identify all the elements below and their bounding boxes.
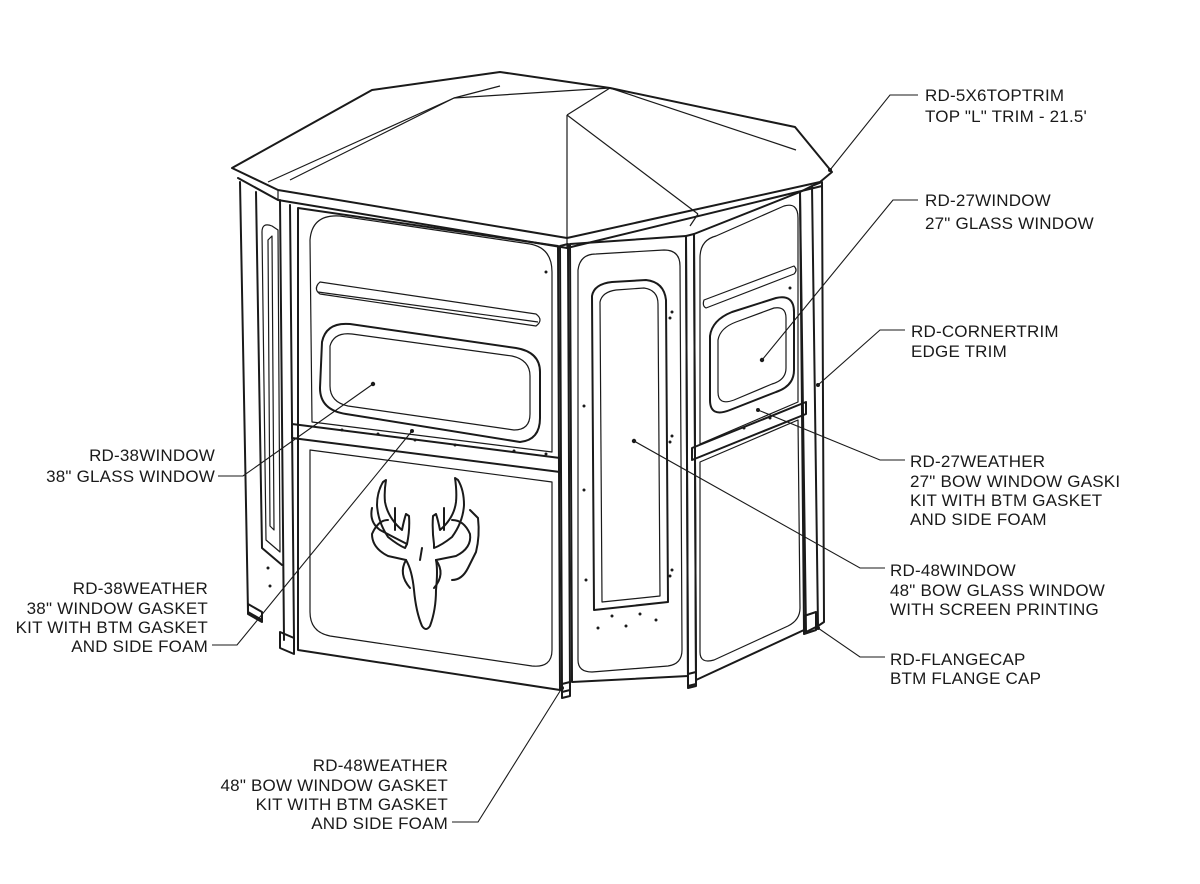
callout-cornertrim: RD-CORNERTRIM EDGE TRIM (911, 322, 1059, 361)
callout-toptrim: RD-5X6TOPTRIM TOP "L" TRIM - 21.5' (925, 86, 1087, 126)
left-side-panel (239, 181, 295, 655)
callout-48window-line-1: RD-48WINDOW (890, 561, 1016, 580)
callout-38weather-line-4: AND SIDE FOAM (71, 637, 208, 656)
callout-27weather-line-3: KIT WITH BTM GASKET (910, 491, 1102, 510)
callout-27weather-line-2: 27" BOW WINDOW GASKI (910, 472, 1120, 491)
callout-38weather-line-2: 38" WINDOW GASKET (27, 599, 208, 618)
callout-48window-line-2: 48" BOW GLASS WINDOW (890, 581, 1105, 600)
callout-27weather-line-1: RD-27WEATHER (910, 452, 1045, 471)
callout-flangecap-line-1: RD-FLANGECAP (890, 650, 1026, 669)
callout-48weather: RD-48WEATHER 48" BOW WINDOW GASKET KIT W… (221, 756, 448, 833)
center-panel (559, 235, 689, 699)
fastener-dots (266, 270, 792, 630)
callout-48weather-line-3: KIT WITH BTM GASKET (256, 795, 448, 814)
callout-38window-line-1: RD-38WINDOW (89, 446, 215, 465)
callout-cornertrim-line-1: RD-CORNERTRIM (911, 322, 1059, 341)
callout-27window-line-1: RD-27WINDOW (925, 191, 1051, 210)
callout-38weather-line-3: KIT WITH BTM GASKET (16, 618, 208, 637)
callout-48weather-line-1: RD-48WEATHER (313, 756, 448, 775)
callout-27window: RD-27WINDOW 27" GLASS WINDOW (925, 191, 1094, 233)
callout-flangecap-line-2: BTM FLANGE CAP (890, 669, 1041, 688)
roof (231, 71, 833, 249)
leader-lines (212, 94, 918, 823)
callout-27weather: RD-27WEATHER 27" BOW WINDOW GASKI KIT WI… (910, 452, 1120, 529)
callout-cornertrim-line-2: EDGE TRIM (911, 342, 1007, 361)
callout-48weather-line-4: AND SIDE FOAM (311, 814, 448, 833)
callout-48window-line-3: WITH SCREEN PRINTING (890, 600, 1099, 619)
callout-27weather-line-4: AND SIDE FOAM (910, 510, 1047, 529)
deer-skull-antlers-icon (370, 477, 480, 630)
callout-flangecap: RD-FLANGECAP BTM FLANGE CAP (890, 650, 1041, 688)
callout-toptrim-line-2: TOP "L" TRIM - 21.5' (925, 107, 1087, 126)
callout-27window-line-2: 27" GLASS WINDOW (925, 214, 1094, 233)
callout-38weather: RD-38WEATHER 38" WINDOW GASKET KIT WITH … (16, 579, 208, 656)
callout-38window-line-2: 38" GLASS WINDOW (46, 467, 215, 486)
right-panel (685, 191, 807, 689)
callout-38window: RD-38WINDOW 38" GLASS WINDOW (46, 446, 215, 486)
callout-toptrim-line-1: RD-5X6TOPTRIM (925, 86, 1064, 105)
front-left-panel (291, 207, 561, 691)
callout-48window: RD-48WINDOW 48" BOW GLASS WINDOW WITH SC… (890, 561, 1105, 619)
callout-38weather-line-1: RD-38WEATHER (73, 579, 208, 598)
callout-48weather-line-2: 48" BOW WINDOW GASKET (221, 776, 448, 795)
